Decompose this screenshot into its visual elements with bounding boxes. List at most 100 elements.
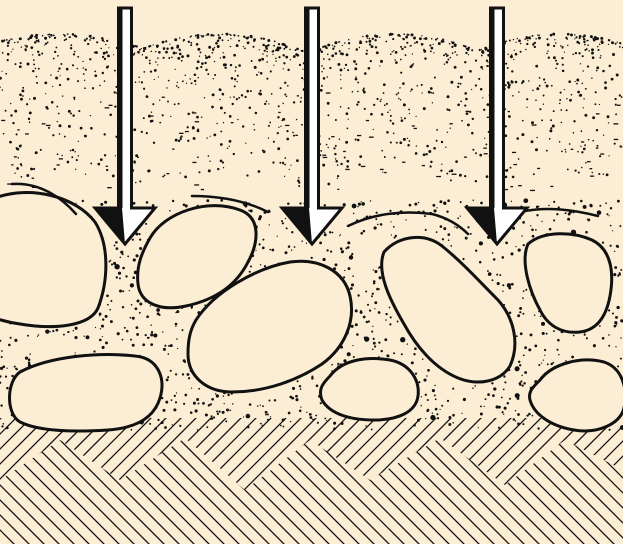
dust-dash <box>512 152 516 153</box>
dust-speck <box>215 42 218 45</box>
dust-speck <box>366 50 368 52</box>
fines-speck <box>567 218 570 221</box>
dust-speck <box>426 153 428 155</box>
dust-speck <box>450 128 451 129</box>
dust-speck <box>597 46 598 47</box>
fines-speck <box>400 337 405 342</box>
dust-speck <box>521 133 524 136</box>
fines-speck <box>614 266 617 269</box>
dust-speck <box>55 77 58 80</box>
dust-speck <box>230 34 232 36</box>
fines-speck <box>331 364 333 366</box>
dust-speck <box>279 162 281 164</box>
dust-speck <box>264 103 266 105</box>
fines-speck <box>423 379 426 382</box>
fines-speck <box>333 422 336 425</box>
fines-speck <box>179 425 181 427</box>
fines-speck <box>282 426 284 428</box>
fines-speck <box>167 376 169 378</box>
dust-speck <box>611 41 614 44</box>
dust-speck <box>348 119 349 120</box>
fines-speck <box>448 423 451 426</box>
fines-speck <box>375 218 377 220</box>
dust-speck <box>34 36 35 37</box>
dust-speck <box>555 42 557 44</box>
dust-speck <box>64 136 66 138</box>
fines-speck <box>291 397 294 400</box>
dust-speck <box>152 103 154 105</box>
fines-speck <box>177 348 178 349</box>
dust-speck <box>229 115 232 118</box>
dust-speck <box>179 37 181 39</box>
fines-speck <box>50 331 51 332</box>
fines-speck <box>614 325 617 328</box>
fines-speck <box>608 309 610 311</box>
fines-speck <box>616 324 617 325</box>
dust-speck <box>293 55 296 58</box>
dust-speck <box>181 55 184 58</box>
dust-speck <box>19 65 22 68</box>
dust-speck <box>193 137 196 140</box>
fines-speck <box>309 416 312 419</box>
dust-speck <box>391 33 393 35</box>
dust-speck <box>236 98 238 100</box>
dust-speck <box>435 39 437 41</box>
dust-speck <box>575 36 577 38</box>
fines-speck <box>583 205 587 209</box>
dust-speck <box>348 107 350 109</box>
dust-speck <box>278 56 280 58</box>
dust-speck <box>335 145 337 147</box>
dust-speck <box>223 122 224 123</box>
dust-speck <box>273 141 275 143</box>
fines-speck <box>515 366 520 371</box>
dust-speck <box>486 65 488 67</box>
fines-speck <box>597 210 602 215</box>
dust-dash <box>380 169 384 170</box>
fines-speck <box>374 301 377 304</box>
dust-speck <box>135 45 137 47</box>
dust-speck <box>484 138 485 139</box>
dust-dash <box>452 174 457 175</box>
fines-speck <box>116 247 119 250</box>
fines-speck <box>357 206 358 207</box>
dust-speck <box>409 45 410 46</box>
dust-speck <box>572 53 574 55</box>
fines-speck <box>133 258 136 261</box>
dust-dash <box>550 186 553 187</box>
dust-speck <box>449 170 451 172</box>
dust-speck <box>300 97 302 99</box>
dust-speck <box>567 33 570 36</box>
dust-speck <box>289 49 291 51</box>
dust-speck <box>22 87 24 89</box>
dust-speck <box>567 45 568 46</box>
fines-speck <box>232 403 234 405</box>
dust-speck <box>199 56 200 57</box>
dust-speck <box>475 84 477 86</box>
dust-speck <box>344 42 346 44</box>
fines-speck <box>616 306 619 309</box>
dust-speck <box>408 109 410 111</box>
dust-speck <box>447 95 450 98</box>
fines-speck <box>376 288 379 291</box>
dust-speck <box>11 51 12 52</box>
dust-dash <box>590 168 593 169</box>
fines-speck <box>528 413 531 416</box>
fines-speck <box>384 338 387 341</box>
fines-speck <box>363 316 366 319</box>
dust-speck <box>175 69 176 70</box>
dust-speck <box>460 83 462 85</box>
fines-speck <box>122 306 124 308</box>
dust-speck <box>543 103 544 104</box>
dust-speck <box>298 177 300 179</box>
dust-speck <box>547 50 548 51</box>
fines-speck <box>413 424 416 427</box>
dust-speck <box>597 145 599 147</box>
dust-speck <box>247 41 250 44</box>
dust-speck <box>92 37 94 39</box>
fines-speck <box>29 353 31 355</box>
dust-speck <box>217 39 220 42</box>
fines-speck <box>124 327 126 329</box>
fines-speck <box>101 325 104 328</box>
fines-speck <box>414 203 417 206</box>
